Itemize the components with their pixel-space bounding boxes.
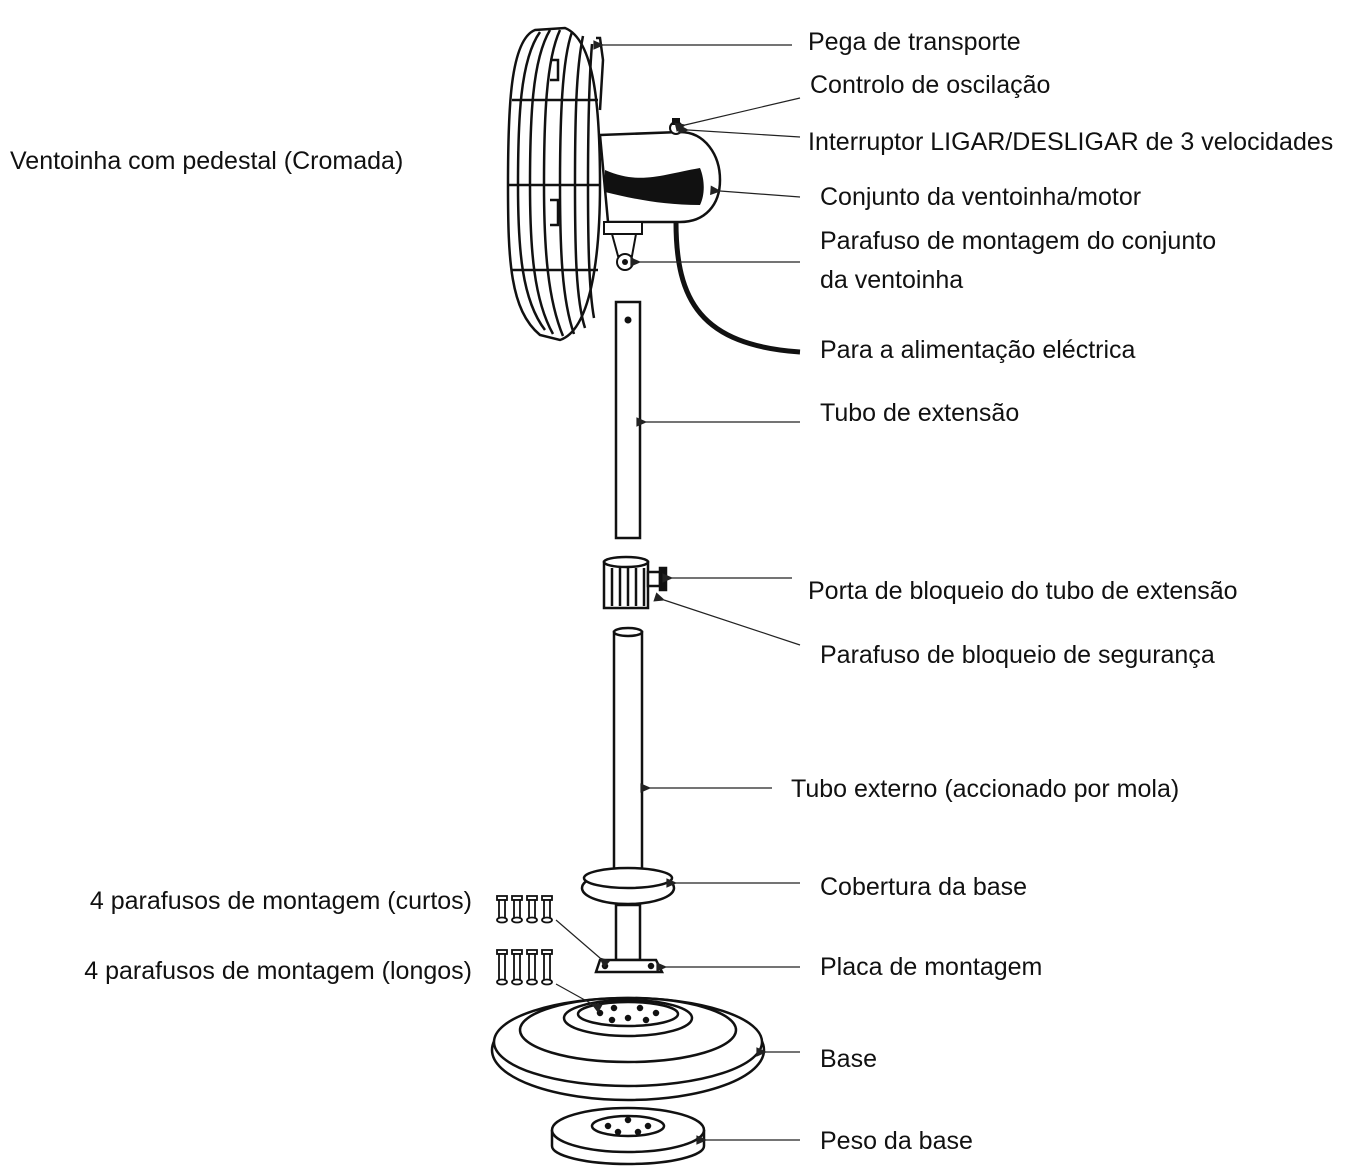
label-motor-assembly: Conjunto da ventoinha/motor [820,183,1142,211]
label-outer-tube: Tubo externo (accionado por mola) [791,775,1180,803]
long-screws [496,949,553,986]
base-cover [580,866,676,906]
label-long-screws: 4 parafusos de montagem (longos) [84,957,472,985]
base-weight [550,1106,706,1166]
leader-lines [555,40,801,1145]
label-assembly-screw-1: Parafuso de montagem do conjunto [820,227,1217,255]
diagram-title: Ventoinha com pedestal (Cromada) [10,147,404,175]
lock-collar [602,555,668,610]
label-speed-switch: Interruptor LIGAR/DESLIGAR de 3 velocida… [808,128,1334,156]
label-extension-tube: Tubo de extensão [820,399,1020,427]
short-screws [496,895,553,924]
label-assembly-screw-2: da ventoinha [820,266,964,294]
label-safety-screw: Parafuso de bloqueio de segurança [820,641,1215,669]
label-short-screws: 4 parafusos de montagem (curtos) [89,887,472,915]
fan-guard [506,26,605,342]
base [490,996,766,1102]
motor-housing [598,118,801,355]
extension-tube [614,300,642,540]
outer-tube [612,626,644,874]
label-oscillation-control: Controlo de oscilação [810,71,1051,99]
label-power-supply: Para a alimentação eléctrica [820,336,1136,364]
label-base: Base [820,1045,877,1073]
mounting-plate [594,903,665,974]
label-carry-handle: Pega de transporte [808,28,1021,56]
label-base-weight: Peso da base [820,1127,973,1155]
label-mounting-plate: Placa de montagem [820,953,1043,981]
label-base-cover: Cobertura da base [820,873,1028,901]
label-lock-collar: Porta de bloqueio do tubo de extensão [808,577,1238,605]
